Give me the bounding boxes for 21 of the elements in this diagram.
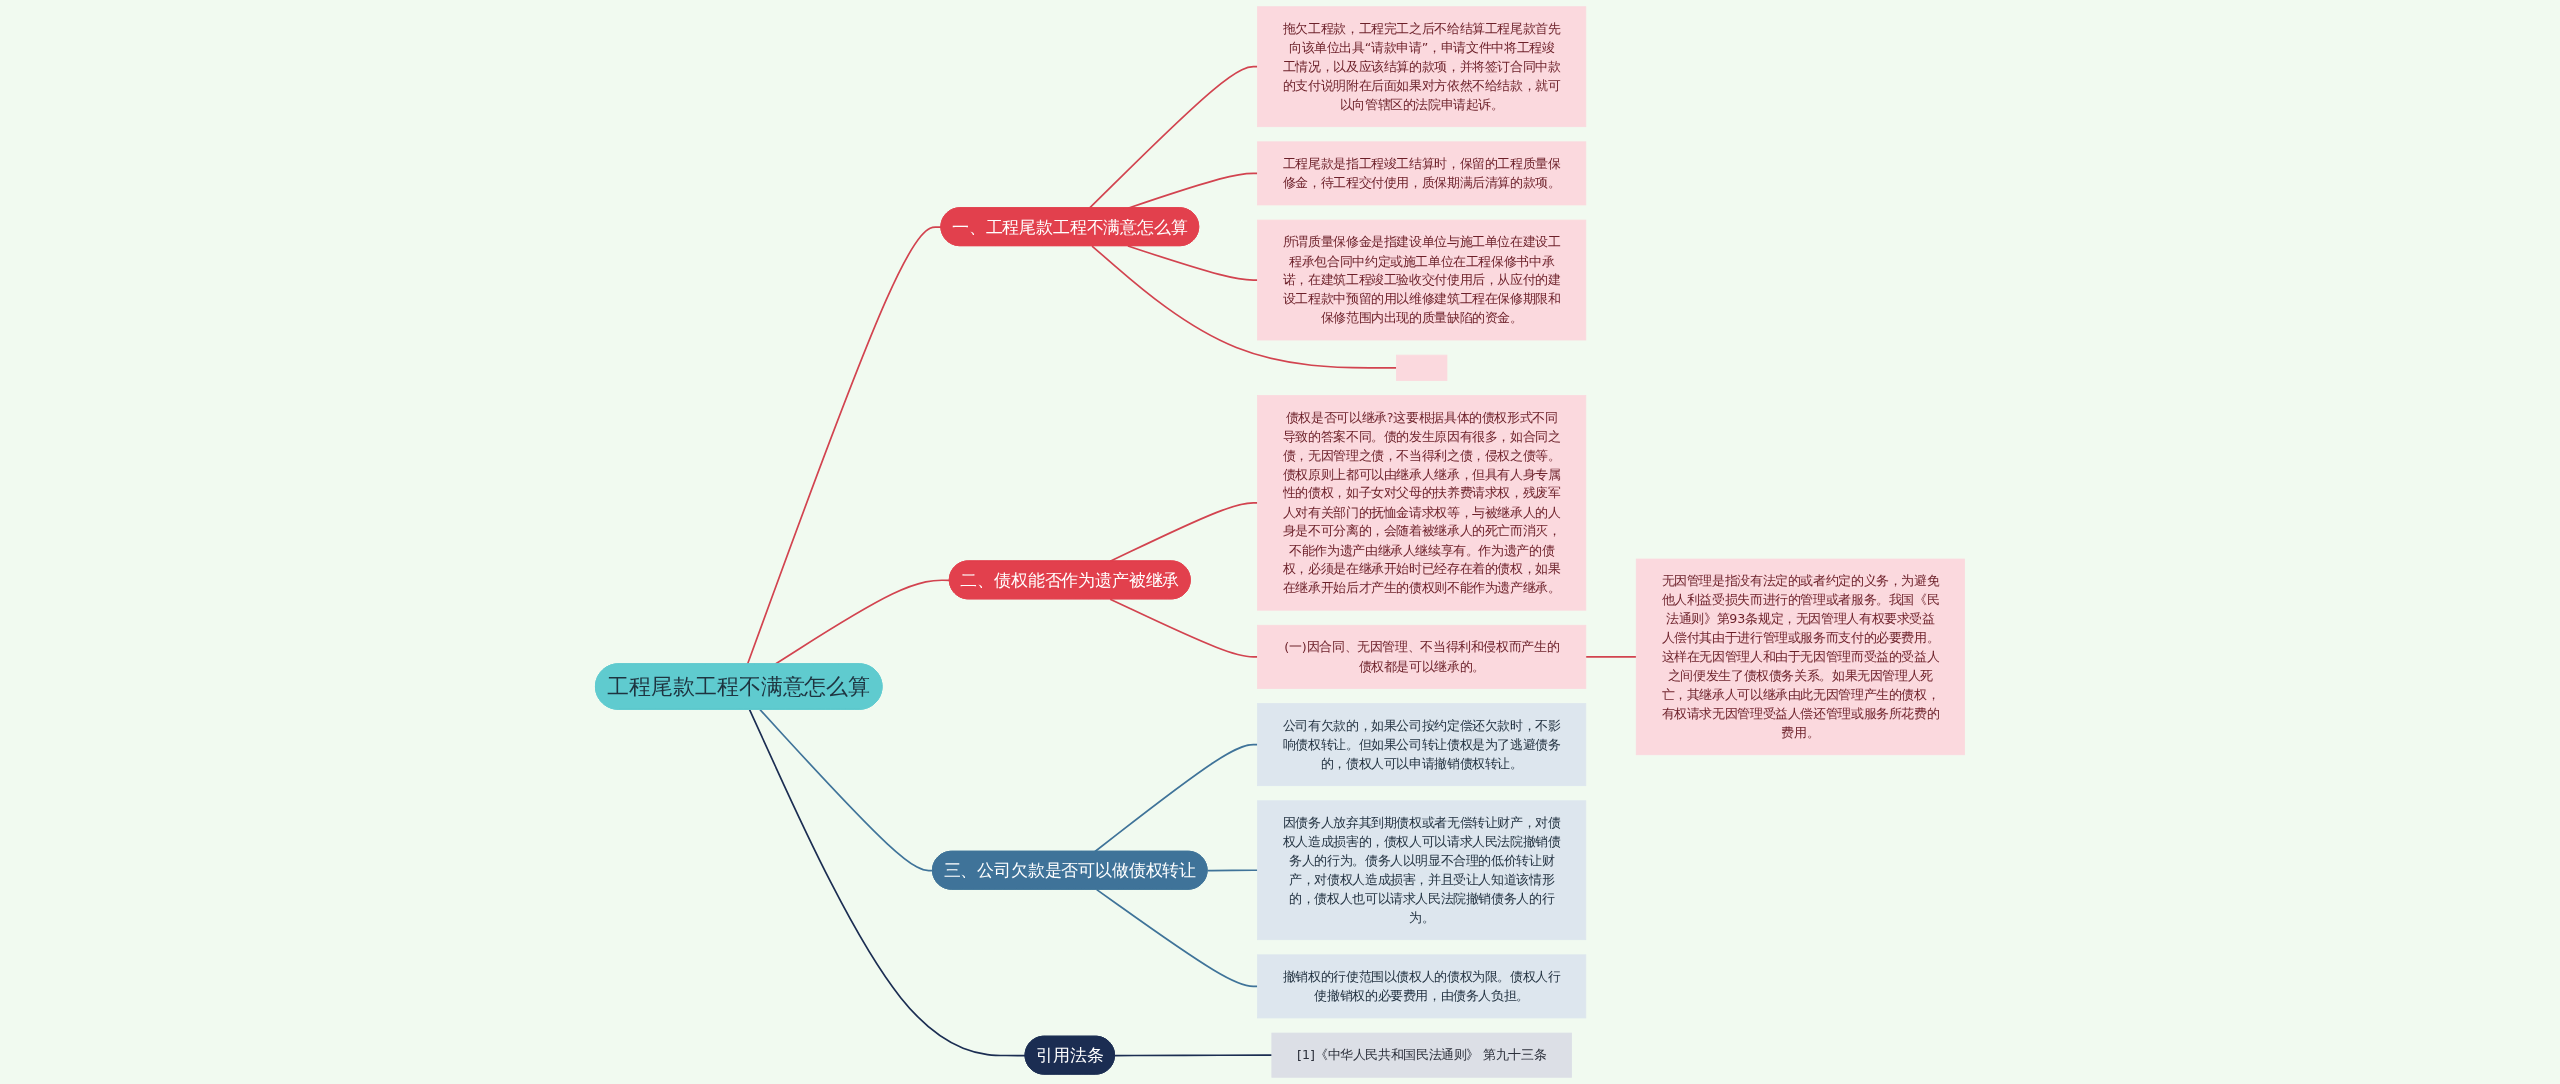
node-box: 撤销权的行使范围以债权人的债权为限。债权人行使撤销权的必要费用，由债务人负担。: [1257, 954, 1587, 1019]
node-box: [1396, 354, 1448, 381]
node-box: 公司有欠款的，如果公司按约定偿还欠款时，不影响债权转让。但如果公司转让债权是为了逃避债务的，债权人可以申请撤销债权转让。: [1257, 703, 1587, 787]
connector: [1127, 245, 1259, 281]
node-box: 因债务人放弃其到期债权或者无偿转让财产，对债权人造成损害的，债权人可以请求人民法院撤销债务人的行为。债务人以明显不合理的低价转让财产，对债权人造成损害，并且受让人知道该情形的，债权人也可以请求人民法院撤销债务人的行为。: [1257, 800, 1587, 941]
connector: [1584, 656, 1638, 658]
node-box: [1]《中华人民共和国民法通则》 第九十三条: [1271, 1032, 1572, 1078]
connector: [1109, 598, 1259, 658]
connector: [1093, 743, 1259, 853]
node-box: (一)因合同、无因管理、不当得利和侵权而产生的债权都是可以继承的。: [1257, 624, 1587, 689]
node-box: 拖欠工程款，工程完工之后不给结算工程尾款首先向该单位出具“请款申请”，申请文件中将工程竣工情况，以及应该结算的款项，并将签订合同中款的支付说明附在后面如果对方依然不给结款，就可以向管辖区的法院申请起诉。: [1257, 6, 1587, 128]
connector: [1114, 1054, 1273, 1057]
node-box: 无因管理是指没有法定的或者约定的义务，为避免他人利益受损失而进行的管理或者服务。我国《民法通则》第93条规定，无因管理人有权要求受益人偿付其由于进行管理或服务而支付的必要费用。这样在无因管理人和由于无因管理而受益的受益人之间便发生了债权债务关系。如果无因管理人死亡，其继承人可以继承由此无因管理产生的债权，有权请求无因管理受益人偿还管理或服务所花费的费用。: [1635, 558, 1965, 756]
connector: [759, 708, 934, 872]
node-box: 工程尾款是指工程竣工结算时，保留的工程质量保修金，待工程交付使用，质保期满后清算的款项。: [1257, 141, 1587, 206]
connector: [1095, 888, 1259, 988]
node-box: 所谓质量保修金是指建设单位与施工单位在建设工程承包合同中约定或施工单位在工程保修书中承诺，在建筑工程竣工验收交付使用后，从应付的建设工程款中预留的用以维修建筑工程在保修期限和保修范围内出现的质量缺陷的资金。: [1257, 219, 1587, 341]
connector: [748, 708, 1027, 1057]
node-box: 债权是否可以继承?这要根据具体的债权形式不同导致的答案不同。债的发生原因有很多，如合同之债，无因管理之债，不当得利之债，侵权之债等。债权原则上都可以由继承人继承，但具有人身专属性的债权，如子女对父母的扶养费请求权，残废军人对有关部门的抚恤金请求权等，与被继承人的人身是不可分离的，会随着被继承人的死亡而消灭，不能作为遗产由继承人继续享有。作为遗产的债权，必须是在继承开始时已经存在着的债权，如果在继承开始后才产生的债权则不能作为遗产继承。: [1257, 395, 1587, 611]
connector: [1091, 245, 1398, 369]
connector: [1206, 869, 1259, 872]
